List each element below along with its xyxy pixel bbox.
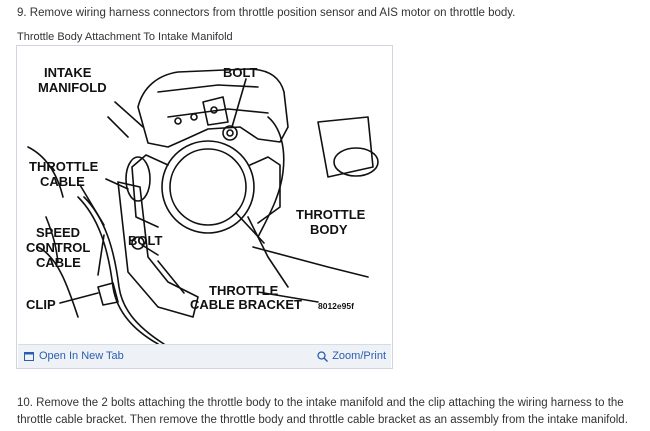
magnifier-icon: [317, 350, 329, 362]
external-window-icon: [24, 351, 34, 361]
figure-card: INTAKE MANIFOLD BOLT THROTTLE CABLE SPEE…: [16, 45, 393, 369]
label-control: CONTROL: [26, 240, 90, 255]
label-bolt-top: BOLT: [223, 65, 257, 80]
open-in-new-tab-label: Open In New Tab: [39, 350, 124, 362]
intake-manifold-shape: [137, 68, 289, 148]
figure-footer: Open In New Tab Zoom/Print: [18, 344, 391, 368]
label-clip: CLIP: [26, 297, 56, 312]
label-cable: CABLE: [36, 255, 81, 270]
label-manifold: MANIFOLD: [38, 80, 107, 95]
step-9-text: 9. Remove wiring harness connectors from…: [17, 7, 516, 19]
bolt-top-shape: [222, 125, 238, 141]
clip-shape: [97, 282, 119, 306]
label-speed: SPEED: [36, 225, 80, 240]
label-bracket-2: CABLE BRACKET: [190, 297, 302, 312]
label-bolt-mid: BOLT: [128, 233, 162, 248]
throttle-cable-line: [77, 196, 159, 344]
step-10-text: 10. Remove the 2 bolts attaching the thr…: [17, 397, 628, 426]
zoom-print-link[interactable]: Zoom/Print: [317, 350, 386, 362]
throttle-body-bore: [161, 140, 255, 234]
zoom-print-label: Zoom/Print: [332, 350, 386, 362]
open-in-new-tab-link[interactable]: Open In New Tab: [24, 350, 124, 362]
figure-code: 8012e95f: [318, 301, 354, 311]
figure-caption: Throttle Body Attachment To Intake Manif…: [17, 31, 233, 43]
label-intake: INTAKE: [44, 65, 92, 80]
throttle-cable-bracket-shape: [117, 181, 199, 318]
label-throttle-cable-1: THROTTLE: [29, 159, 99, 174]
speed-control-cable-line: [37, 246, 79, 318]
label-throttle-body-1: THROTTLE: [296, 207, 366, 222]
label-throttle-body-2: BODY: [310, 222, 348, 237]
bolt-mid-shape: [131, 236, 145, 250]
label-throttle-cable-2: CABLE: [40, 174, 85, 189]
throttle-body-diagram[interactable]: INTAKE MANIFOLD BOLT THROTTLE CABLE SPEE…: [18, 47, 391, 344]
label-bracket-1: THROTTLE: [209, 283, 279, 298]
